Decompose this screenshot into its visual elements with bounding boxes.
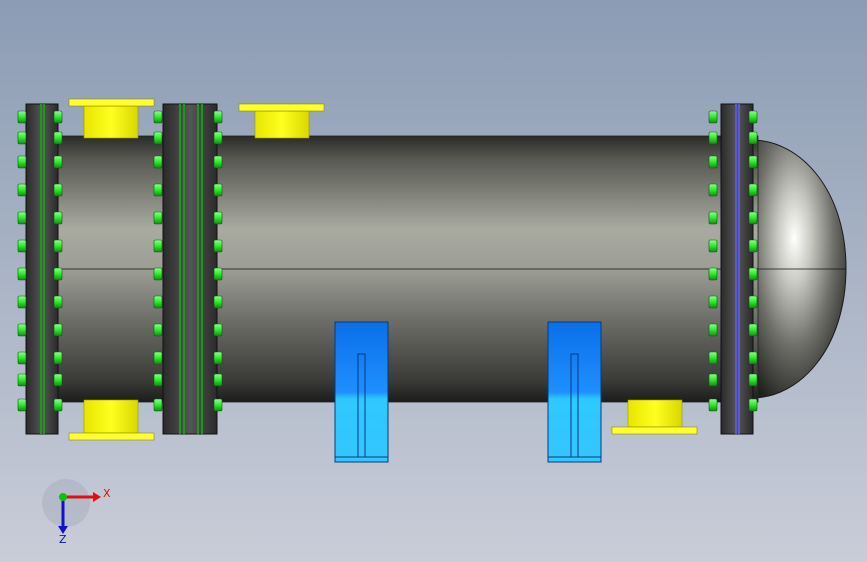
bolt bbox=[53, 373, 63, 387]
bolt bbox=[213, 211, 223, 225]
bolt bbox=[213, 295, 223, 309]
flange-left-2[interactable] bbox=[162, 103, 218, 435]
bolt bbox=[153, 373, 163, 387]
bolt bbox=[17, 398, 27, 412]
bolt bbox=[17, 131, 27, 145]
bolt bbox=[213, 110, 223, 124]
bolt bbox=[17, 373, 27, 387]
bolt bbox=[708, 398, 718, 412]
bolt bbox=[53, 398, 63, 412]
bolt bbox=[748, 295, 758, 309]
bolt bbox=[17, 295, 27, 309]
bolt bbox=[17, 323, 27, 337]
nozzle-top-1[interactable] bbox=[68, 98, 155, 139]
flange-left-1[interactable] bbox=[25, 103, 59, 435]
bolt bbox=[17, 183, 27, 197]
bolt bbox=[17, 267, 27, 281]
bolt bbox=[153, 211, 163, 225]
bolt bbox=[53, 131, 63, 145]
bolt bbox=[153, 239, 163, 253]
bolt bbox=[53, 295, 63, 309]
saddle-support-2[interactable] bbox=[547, 321, 602, 463]
bolt bbox=[213, 131, 223, 145]
bolt bbox=[708, 183, 718, 197]
bolt bbox=[153, 131, 163, 145]
bolt bbox=[153, 351, 163, 365]
bolt bbox=[153, 267, 163, 281]
bolt bbox=[53, 155, 63, 169]
bolt bbox=[17, 110, 27, 124]
bolt bbox=[708, 239, 718, 253]
bolt bbox=[153, 398, 163, 412]
bolt bbox=[53, 267, 63, 281]
bolt bbox=[748, 211, 758, 225]
bolt bbox=[748, 155, 758, 169]
bolt bbox=[708, 211, 718, 225]
bolt bbox=[213, 323, 223, 337]
bolt bbox=[213, 239, 223, 253]
bolt bbox=[748, 239, 758, 253]
bolt bbox=[17, 155, 27, 169]
bolt bbox=[53, 351, 63, 365]
bolt bbox=[53, 323, 63, 337]
bolt bbox=[708, 373, 718, 387]
bolt bbox=[708, 351, 718, 365]
z-axis-label: Z bbox=[59, 533, 67, 546]
bolt bbox=[748, 110, 758, 124]
bolt bbox=[153, 295, 163, 309]
nozzle-top-2[interactable] bbox=[238, 103, 325, 139]
bolt bbox=[153, 110, 163, 124]
bolt bbox=[748, 323, 758, 337]
bolt bbox=[17, 239, 27, 253]
bolt bbox=[153, 323, 163, 337]
coordinate-triad: X Z bbox=[42, 479, 111, 546]
bolt bbox=[17, 351, 27, 365]
bolt bbox=[748, 398, 758, 412]
saddle-support-1[interactable] bbox=[334, 321, 389, 463]
bolt bbox=[17, 211, 27, 225]
bolt bbox=[213, 398, 223, 412]
bolt bbox=[748, 351, 758, 365]
bolt bbox=[153, 183, 163, 197]
bolt bbox=[213, 373, 223, 387]
bolt bbox=[748, 183, 758, 197]
bolt bbox=[213, 155, 223, 169]
bolt bbox=[708, 155, 718, 169]
bolt bbox=[708, 110, 718, 124]
bolt bbox=[53, 110, 63, 124]
bolt bbox=[748, 267, 758, 281]
bolt bbox=[708, 295, 718, 309]
bolt bbox=[153, 155, 163, 169]
x-axis-label: X bbox=[103, 487, 111, 500]
bolt bbox=[53, 211, 63, 225]
flange-right[interactable] bbox=[720, 103, 754, 435]
bolt bbox=[708, 323, 718, 337]
nozzle-bottom-1[interactable] bbox=[68, 399, 155, 441]
bolt bbox=[708, 267, 718, 281]
bolt bbox=[213, 183, 223, 197]
bolt bbox=[708, 131, 718, 145]
bolt bbox=[748, 373, 758, 387]
bolt bbox=[213, 267, 223, 281]
bolt bbox=[213, 351, 223, 365]
nozzle-bottom-2[interactable] bbox=[611, 399, 698, 435]
bolt bbox=[53, 183, 63, 197]
bolt bbox=[748, 131, 758, 145]
bolt bbox=[53, 239, 63, 253]
